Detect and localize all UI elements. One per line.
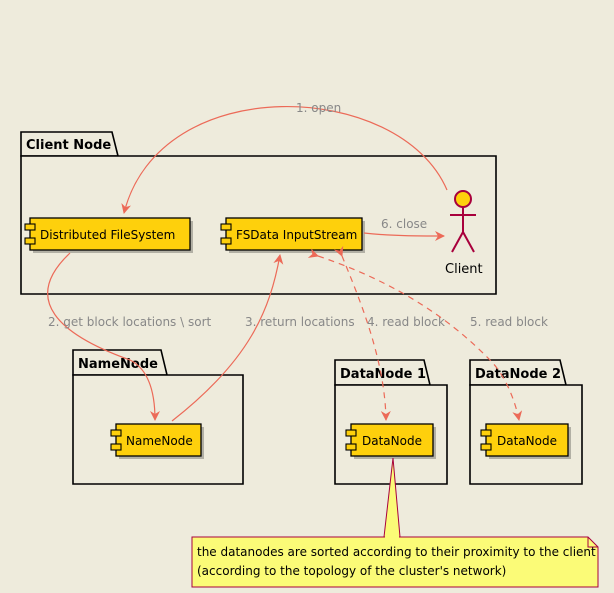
package-title: DataNode 1 [340,367,426,382]
note-box [191,536,599,588]
edge-label-open: 1. open [296,101,341,115]
note: the datanodes are sorted according to th… [191,457,599,588]
package-datanode-1: DataNode 1 [334,359,448,485]
component-namenode: NameNode [110,423,204,459]
edge-label-return-locations: 3. return locations [245,315,355,329]
edge-close [363,230,445,241]
edge-read-block-2 [307,248,523,421]
note-line-2: (according to the topology of the cluste… [197,564,506,578]
component-label: NameNode [126,434,193,448]
edge-label-read-block-1: 4. read block [367,315,445,329]
actor-label: Client [445,262,483,277]
edge-return-locations [171,254,284,422]
component-datanode-1: DataNode [345,423,436,459]
edge-label-read-block-2: 5. read block [470,315,548,329]
package-title: DataNode 2 [475,367,561,382]
component-label: DataNode [497,434,557,448]
edge-open [121,105,448,214]
component-label: Distributed FileSystem [40,228,175,242]
package-namenode: NameNode [72,349,244,485]
edge-get-block-locations [47,252,160,421]
edge-label-close: 6. close [381,217,427,231]
package-datanode-2: DataNode 2 [469,359,583,485]
note-fold [587,537,598,548]
component-fsdata-inputstream: FSData InputStream [220,217,365,253]
component-label: FSData InputStream [236,228,357,242]
component-distributed-filesystem: Distributed FileSystem [24,217,193,253]
component-label: DataNode [362,434,422,448]
component-datanode-2: DataNode [480,423,571,459]
note-line-1: the datanodes are sorted according to th… [197,545,596,559]
package-title: Client Node [26,138,111,153]
package-title: NameNode [78,357,158,372]
edge-label-get-block-locations: 2. get block locations \ sort [48,315,212,329]
